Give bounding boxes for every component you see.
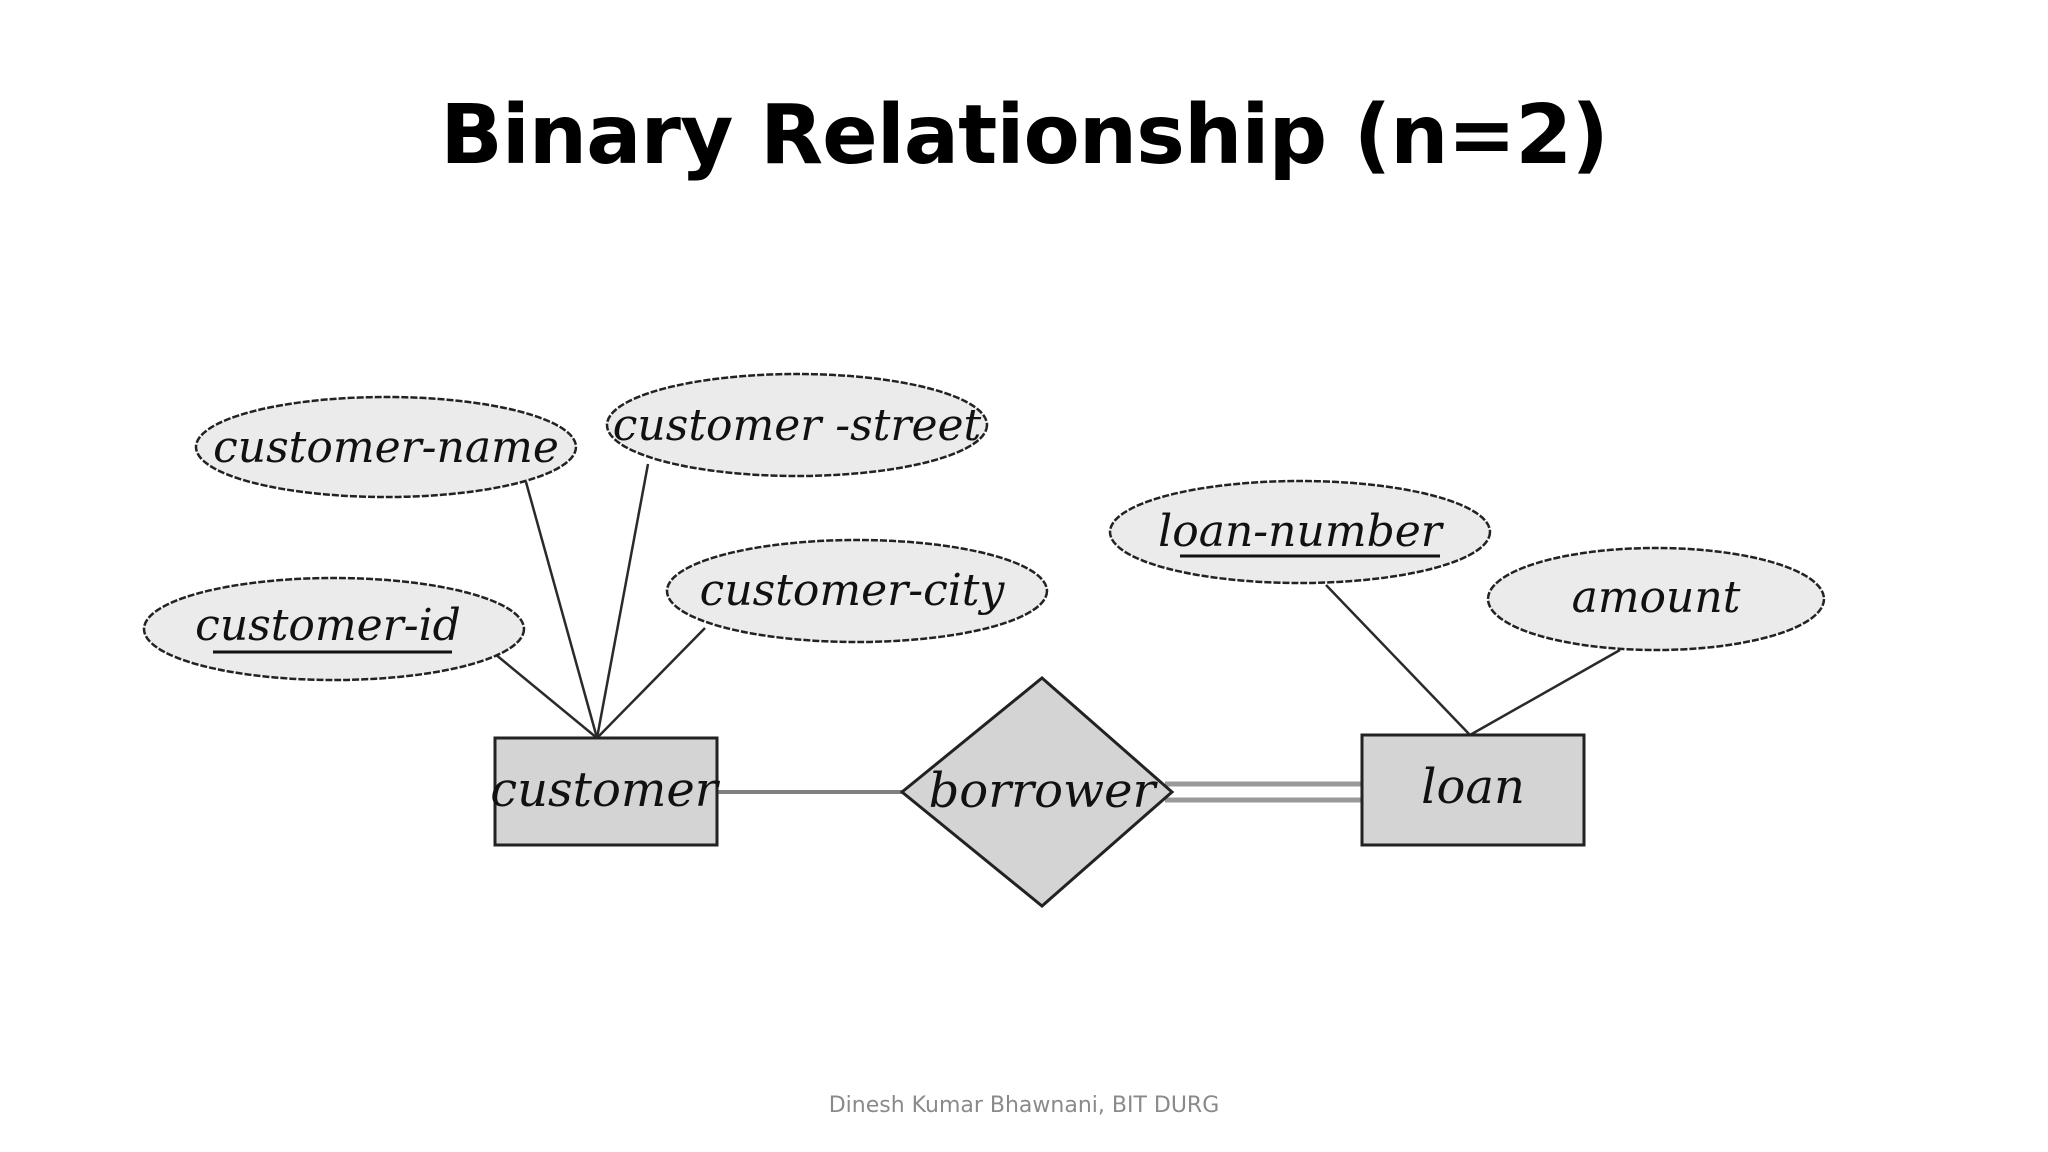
line-amount	[1469, 648, 1621, 737]
attribute-label: loan-number	[1158, 506, 1445, 557]
attribute-label: customer -street	[613, 400, 982, 451]
relationship-diamond	[899, 676, 1175, 908]
relationship-label: borrower	[929, 763, 1159, 819]
attribute-customer-id: customer-id	[142, 576, 526, 682]
slide-title: Binary Relationship (n=2)	[440, 88, 1609, 183]
ellipse-shape	[1486, 546, 1826, 652]
connector-lines	[494, 463, 1621, 739]
attribute-label: customer-city	[700, 565, 1006, 616]
attribute-loan-number: loan-number	[1108, 479, 1492, 585]
attribute-customer-name: customer-name	[194, 395, 578, 499]
line-loan-number	[1325, 584, 1471, 736]
line-customer-name	[524, 481, 599, 739]
double-line-borrower-loan	[1165, 781, 1362, 803]
entity-label: loan	[1421, 759, 1525, 815]
entity-loan: loan	[1360, 733, 1586, 847]
attribute-label: customer-id	[195, 600, 461, 651]
ellipse-shape	[142, 576, 526, 682]
entity-label: customer	[490, 762, 721, 818]
ellipse-shape	[194, 395, 578, 499]
relationship-borrower: borrower	[899, 676, 1175, 908]
slide-footer: Dinesh Kumar Bhawnani, BIT DURG	[828, 1093, 1220, 1118]
attribute-label: customer-name	[213, 422, 559, 473]
attribute-customer-street: customer -street	[605, 372, 989, 478]
attribute-amount: amount	[1486, 546, 1826, 652]
line-customer-city	[596, 627, 706, 739]
entity-customer: customer	[490, 736, 721, 847]
attribute-customer-city: customer-city	[665, 538, 1049, 644]
entity-box	[493, 736, 719, 847]
attribute-label: amount	[1572, 572, 1741, 623]
line-customer-id	[494, 653, 598, 739]
ellipse-shape	[605, 372, 989, 478]
line-customer-street	[595, 463, 650, 739]
ellipse-shape	[665, 538, 1049, 644]
entity-box	[1360, 733, 1586, 847]
